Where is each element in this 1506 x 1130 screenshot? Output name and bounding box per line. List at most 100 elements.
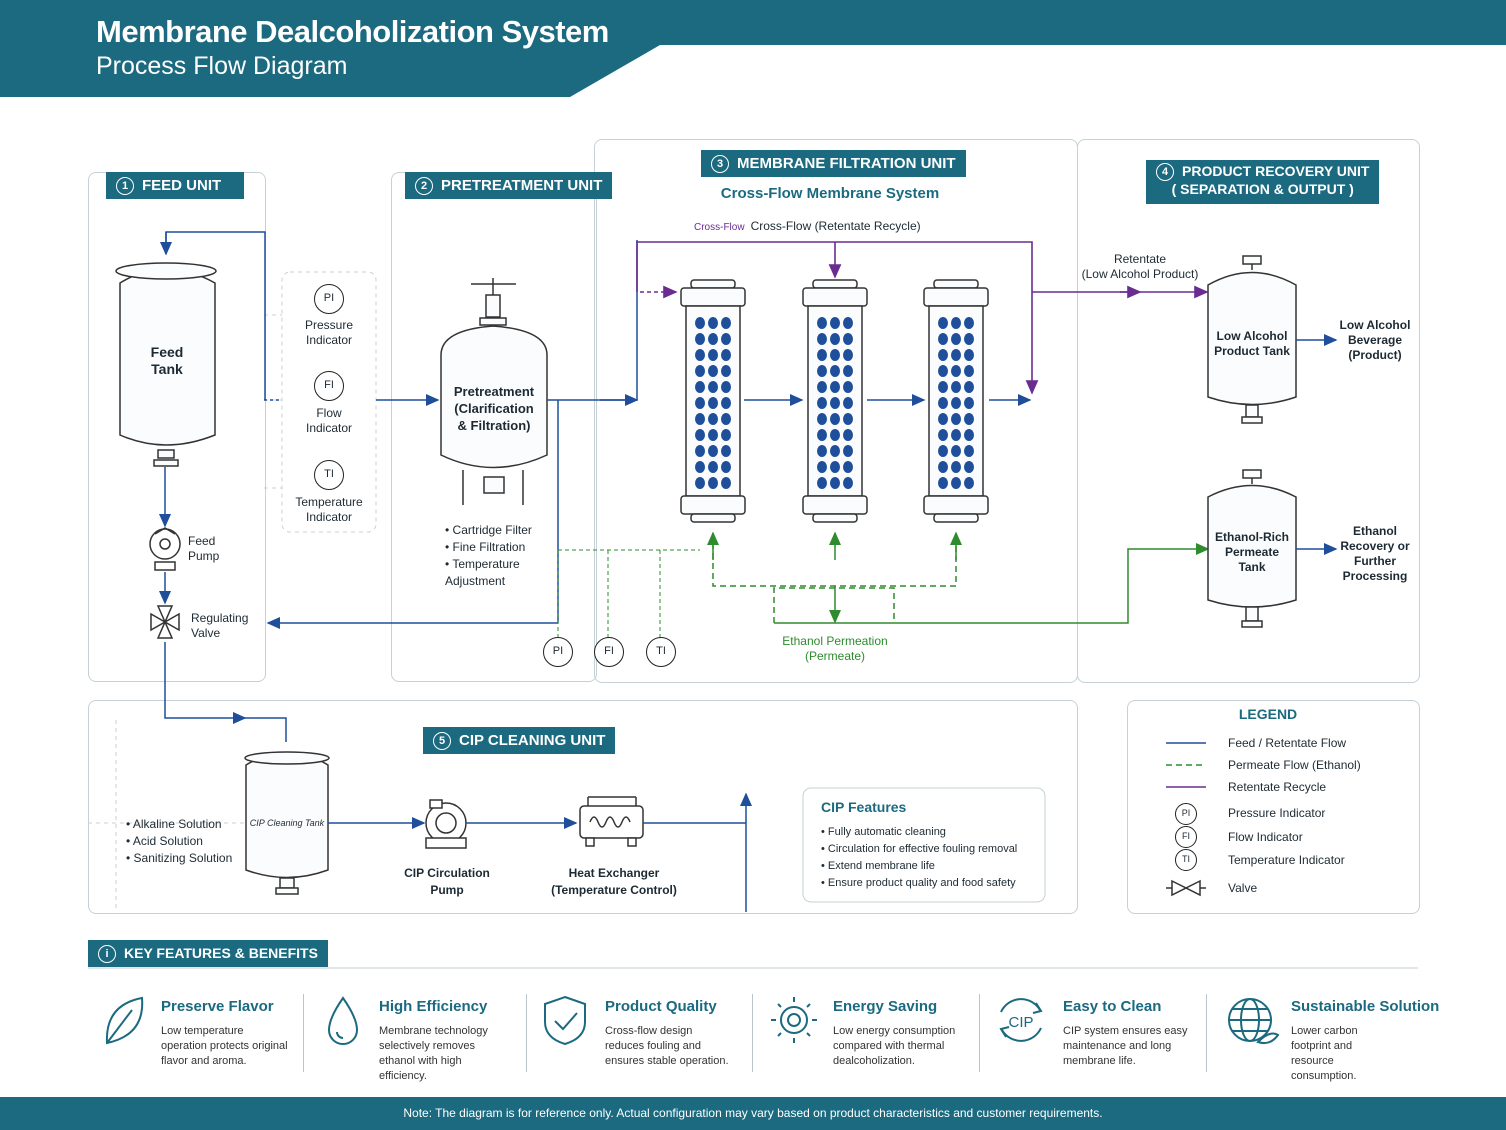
benefit-desc-clean: CIP system ensures easy maintenance and … [1063, 1025, 1188, 1067]
legend-item-valve: Valve [1228, 881, 1258, 895]
pressure-indicator-label: Pressure Indicator [289, 318, 369, 348]
ethanol-permeate-tank [1207, 469, 1297, 628]
regulating-valve-label: Regulating Valve [191, 611, 251, 641]
unit-title: CIP CLEANING UNIT [459, 732, 606, 749]
cip-solution-list: Alkaline Solution Acid Solution Sanitizi… [126, 816, 232, 867]
pretreatment-instrument-taps [557, 549, 700, 638]
label-line: CIP Circulation [404, 866, 490, 880]
temperature-indicator-icon: TI [646, 637, 676, 667]
benefit-title-sustainable: Sustainable Solution [1291, 998, 1440, 1015]
bullet-item: Extend membrane life [821, 858, 1017, 875]
label-line: Pretreatment [453, 384, 535, 399]
shield-check-icon [544, 995, 586, 1046]
gear-icon [771, 997, 817, 1043]
label-line: (Low Alcohol Product) [1081, 267, 1199, 281]
label-line: Flow [316, 406, 342, 420]
membrane-module-1 [680, 279, 746, 523]
page-title: Membrane Dealcoholization System [96, 14, 609, 49]
benefit-desc-flavor: Low temperature operation protects origi… [161, 1025, 288, 1067]
legend-item-flow-indicator: Flow Indicator [1228, 830, 1303, 844]
label-line: Ethanol Permeation [782, 634, 888, 648]
label-line: (Permeate) [804, 649, 866, 663]
benefit-title-quality: Product Quality [605, 998, 717, 1015]
label-line: (Clarification [454, 401, 534, 416]
cip-features-list: Fully automatic cleaning Circulation for… [821, 824, 1017, 892]
ethanol-tank-label: Ethanol-Rich Permeate Tank [1212, 530, 1292, 575]
pretreatment-bullets: Cartridge Filter Fine Filtration Tempera… [445, 522, 532, 590]
product-unit-frame [1077, 139, 1420, 683]
label-line: Tank [1238, 560, 1266, 574]
bullet-item: Fine Filtration [445, 539, 532, 556]
unit-title: FEED UNIT [142, 177, 222, 194]
label-line: Indicator [305, 510, 353, 524]
cip-tank-label: CIP Cleaning Tank [249, 818, 325, 828]
low-alcohol-tank-label: Low Alcohol Product Tank [1212, 329, 1292, 359]
benefit-divider [752, 994, 753, 1072]
benefit-divider [526, 994, 527, 1072]
benefit-title-clean: Easy to Clean [1063, 998, 1162, 1015]
unit-number: 1 [116, 177, 134, 195]
label-line: Indicator [305, 333, 353, 347]
feed-unit-label: 1 FEED UNIT [106, 172, 244, 199]
benefit-divider [979, 994, 980, 1072]
temperature-indicator-icon: TI [314, 460, 344, 490]
label-line: Permeate [1224, 545, 1280, 559]
footer-note: Note: The diagram is for reference only.… [0, 1097, 1506, 1130]
label-line: Regulating [191, 611, 249, 625]
bullet-item: Alkaline Solution [126, 816, 232, 833]
feed-tank [115, 262, 217, 467]
bullet-item: Temperature Adjustment [445, 556, 531, 590]
label-line: Feed [188, 534, 216, 548]
bullet-item: Circulation for effective fouling remova… [821, 841, 1017, 858]
unit-number: 4 [1156, 163, 1174, 181]
flow-indicator-label: Flow Indicator [289, 406, 369, 436]
legend-item-feed-flow: Feed / Retentate Flow [1228, 736, 1347, 750]
unit-title-line2: ( SEPARATION & OUTPUT ) [1171, 181, 1354, 197]
legend-title: LEGEND [1238, 706, 1298, 722]
label-line: & Filtration) [457, 418, 531, 433]
legend-frame [1127, 700, 1420, 914]
heat-exchanger [579, 796, 644, 847]
product-outlet-lines [1296, 334, 1338, 555]
flow-indicator-icon: FI [1175, 826, 1197, 848]
flow-indicator-icon: FI [594, 637, 624, 667]
benefit-icons: CIP [105, 995, 1280, 1046]
pretreatment-vessel [440, 278, 548, 505]
benefit-desc-quality: Cross-flow design reduces fouling and en… [605, 1025, 729, 1067]
header-banner [0, 0, 1506, 97]
cip-cycle-icon [999, 998, 1043, 1042]
benefit-title-efficiency: High Efficiency [379, 998, 488, 1015]
unit-title: PRETREATMENT UNIT [441, 177, 603, 194]
label-line: Product Tank [1214, 344, 1290, 358]
cip-features-title: CIP Features [821, 799, 907, 815]
label-line: Recovery or [1340, 539, 1410, 553]
legend-item-retentate-recycle: Retentate Recycle [1228, 780, 1327, 794]
cip-flow-lines [328, 792, 752, 912]
label-line: Processing [1342, 569, 1408, 583]
legend-item-pressure-indicator: Pressure Indicator [1228, 806, 1326, 820]
leaf-icon [105, 996, 144, 1045]
low-alcohol-product-tank [1207, 255, 1297, 424]
ethanol-output-label: Ethanol Recovery or Further Processing [1337, 524, 1413, 584]
label-line: Beverage [1347, 333, 1403, 347]
label-line: Low Alcohol [1339, 318, 1411, 332]
info-icon: i [98, 945, 116, 963]
label-line: Ethanol-Rich [1215, 530, 1289, 544]
legend-symbols [1166, 742, 1206, 897]
unit-number: 5 [433, 732, 451, 750]
pressure-indicator-icon: PI [314, 284, 344, 314]
bullet-item: Fully automatic cleaning [821, 824, 1017, 841]
label-line: Temperature [295, 495, 363, 509]
unit-title: MEMBRANE FILTRATION UNIT [737, 155, 956, 172]
cip-pump [425, 799, 467, 849]
temperature-indicator-label: Temperature Indicator [289, 495, 369, 525]
label-line: Valve [191, 626, 221, 640]
label-line: Feed [150, 344, 184, 360]
pretreatment-outlet [547, 240, 639, 406]
permeate-flow-lines [707, 531, 1210, 624]
flow-indicator-icon: FI [314, 371, 344, 401]
retentate-output-label: Retentate (Low Alcohol Product) [1080, 252, 1200, 282]
